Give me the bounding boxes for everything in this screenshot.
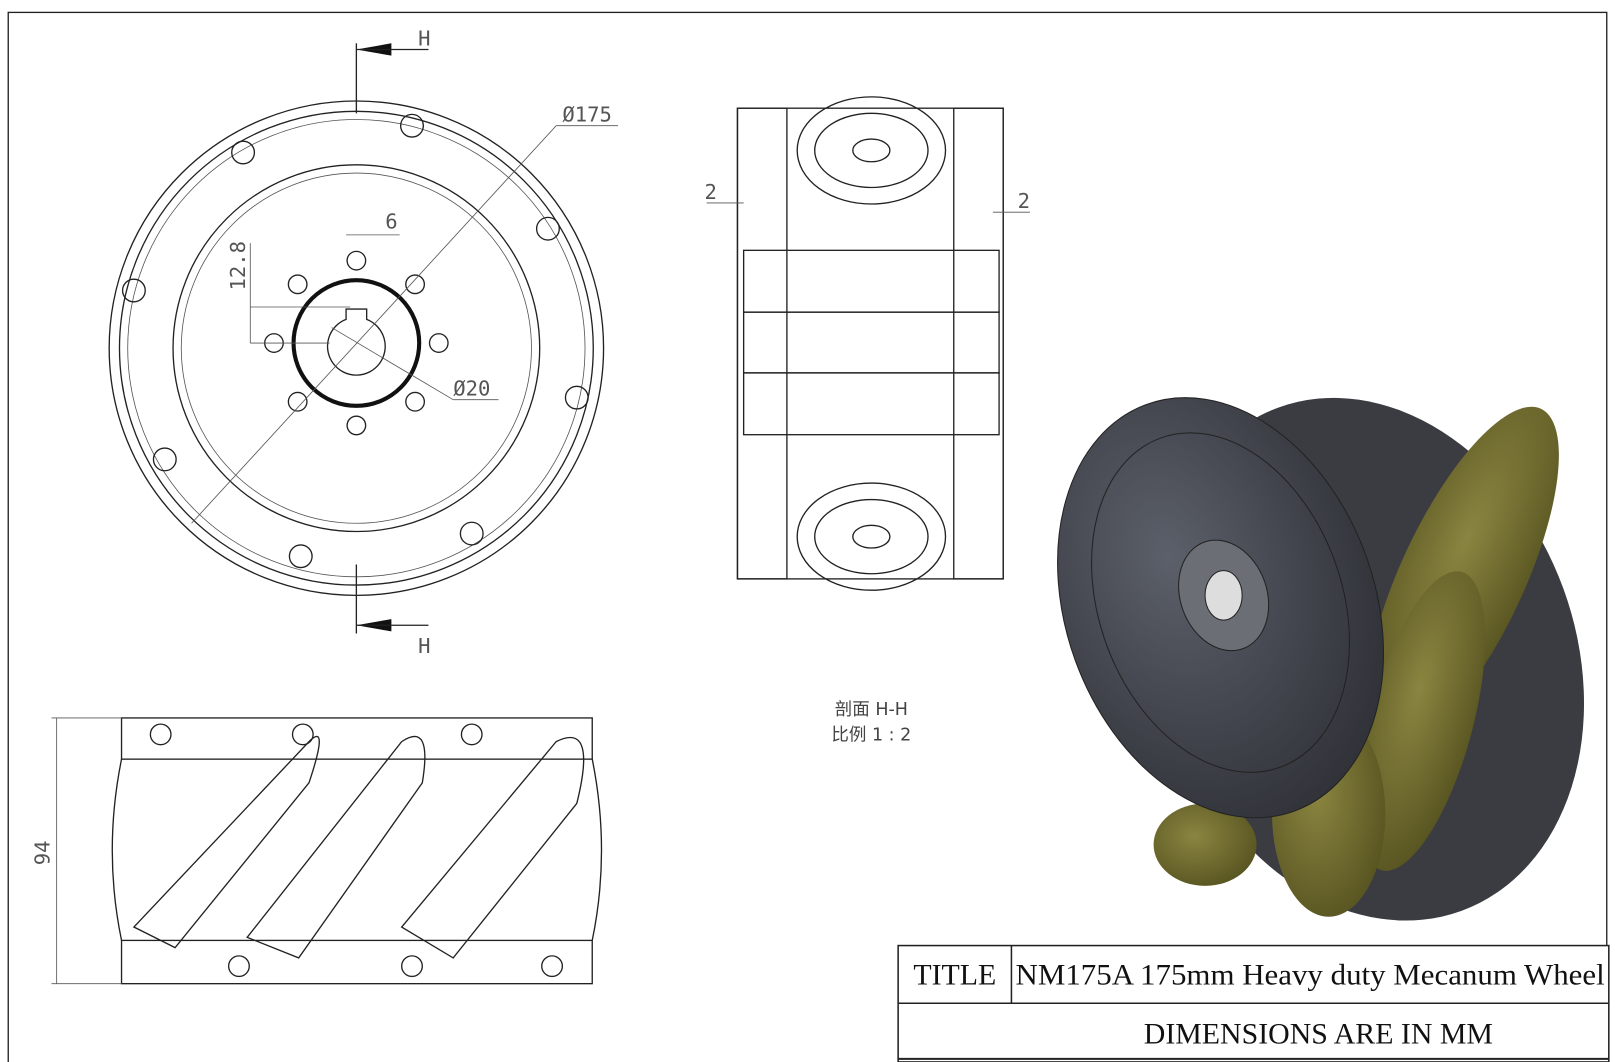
section-caption: 剖面 H-H xyxy=(835,700,908,720)
section-marker-bottom: H xyxy=(418,634,430,658)
dim-wall-right: 2 xyxy=(1018,189,1030,213)
dim-keyway-depth: 12.8 xyxy=(226,241,250,291)
dim-bore-diameter: Ø20 xyxy=(453,377,490,401)
title-block: TITLE NM175A 175mm Heavy duty Mecanum Wh… xyxy=(897,944,1610,1062)
wheel-3d-render xyxy=(1057,397,1585,921)
dim-wall-left: 2 xyxy=(705,180,717,204)
side-view: 94 xyxy=(30,717,603,985)
section-view: 2 2 剖面 H-H 比例 1 : 2 xyxy=(705,96,1030,746)
title-value: NM175A 175mm Heavy duty Mecanum Wheel xyxy=(1016,959,1605,992)
title-label: TITLE xyxy=(913,959,996,992)
bolt-holes xyxy=(264,250,449,436)
dim-keyway-width: 6 xyxy=(385,210,397,234)
front-view: H H Ø175 Ø20 6 12.8 xyxy=(108,26,618,658)
scale-caption: 比例 1 : 2 xyxy=(831,726,911,746)
section-marker-top: H xyxy=(418,26,430,50)
keyed-bore xyxy=(326,308,386,376)
units-note: DIMENSIONS ARE IN MM xyxy=(1144,1017,1493,1050)
drawing-border xyxy=(7,11,1608,1062)
dim-outer-diameter: Ø175 xyxy=(562,103,612,127)
dim-width: 94 xyxy=(30,840,54,865)
rim-bolts xyxy=(121,113,589,569)
